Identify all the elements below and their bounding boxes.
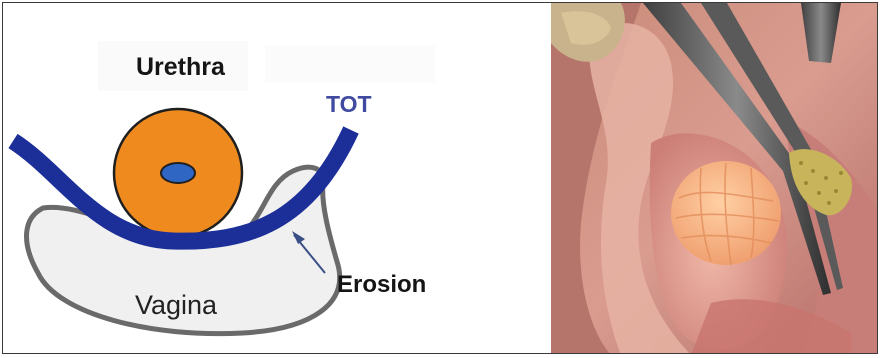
surgical-photo — [551, 3, 878, 354]
schematic-diagram: Urethra TOT Erosion Vagina — [3, 3, 548, 353]
mesh-nodule — [671, 161, 781, 265]
figure-frame: Urethra TOT Erosion Vagina — [2, 2, 878, 354]
erosion-label: Erosion — [337, 271, 426, 299]
urethra-label: Urethra — [136, 53, 225, 82]
tot-label: TOT — [326, 91, 372, 118]
label-box-secondary — [265, 45, 435, 83]
urethra-lumen — [161, 163, 195, 183]
surgical-photo-mesh-erosion-icon — [551, 3, 878, 354]
diagram-canvas — [3, 3, 548, 353]
vagina-label: Vagina — [135, 290, 217, 321]
